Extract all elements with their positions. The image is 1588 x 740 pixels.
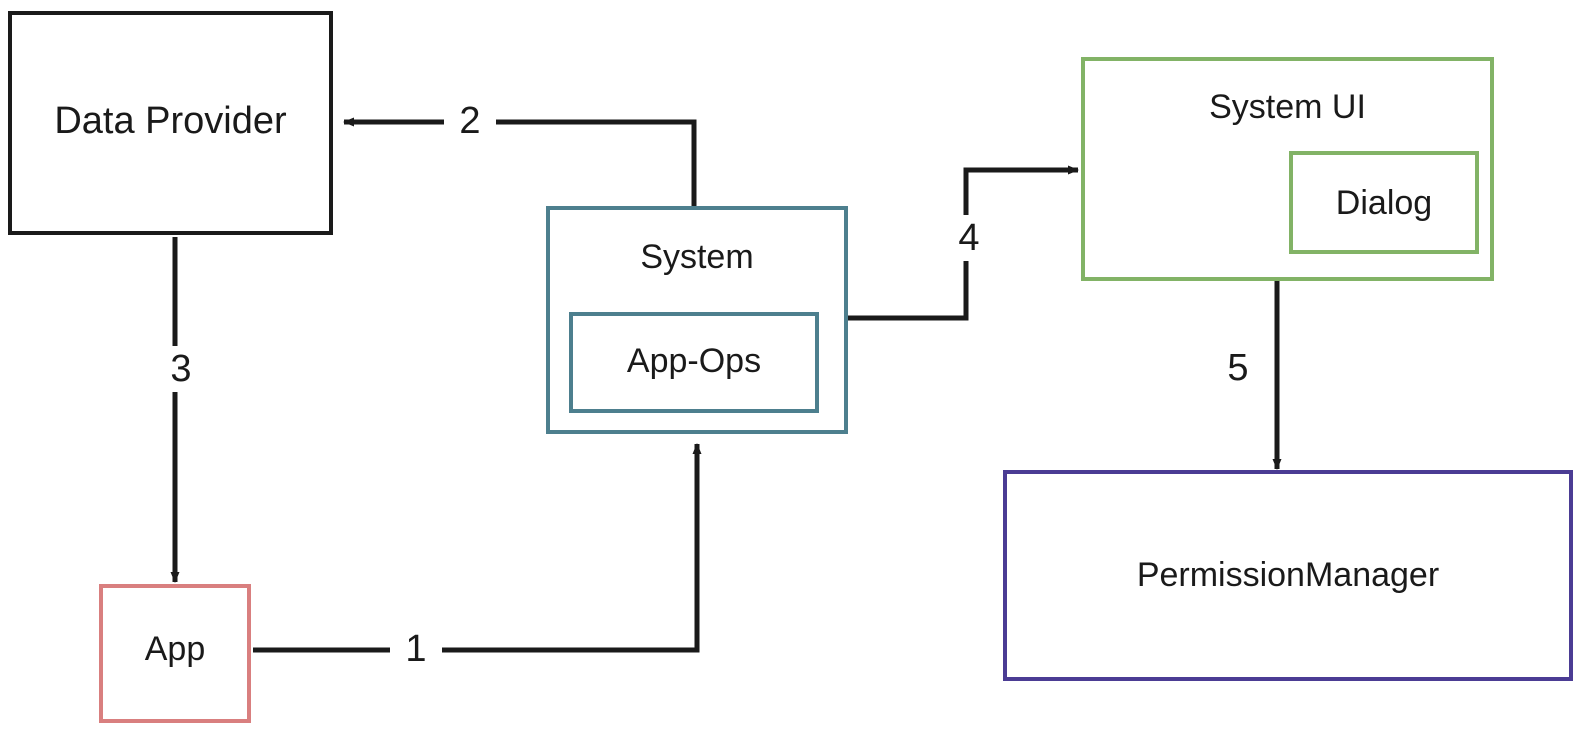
node-permission-manager-label: PermissionManager bbox=[1136, 556, 1440, 594]
edge-5-label: 5 bbox=[1227, 347, 1249, 389]
node-system-label: System bbox=[640, 238, 754, 276]
edge-2-label: 2 bbox=[444, 100, 496, 142]
node-data-provider-label: Data Provider bbox=[54, 100, 287, 142]
node-app-ops[interactable] bbox=[569, 312, 819, 413]
edge-2-connector bbox=[343, 117, 697, 206]
node-app-label: App bbox=[144, 630, 206, 668]
edge-1-label: 1 bbox=[390, 628, 442, 670]
node-data-provider[interactable] bbox=[8, 11, 333, 235]
node-dialog[interactable] bbox=[1289, 151, 1479, 254]
edge-4-label: 4 bbox=[943, 215, 995, 261]
edge-1-connector bbox=[253, 443, 702, 653]
node-permission-manager[interactable] bbox=[1003, 470, 1573, 681]
node-app-ops-label: App-Ops bbox=[626, 342, 762, 380]
node-system-ui-label: System UI bbox=[1209, 88, 1366, 126]
node-app[interactable] bbox=[99, 584, 251, 723]
node-dialog-label: Dialog bbox=[1335, 184, 1433, 222]
edge-3-label: 3 bbox=[155, 346, 207, 392]
